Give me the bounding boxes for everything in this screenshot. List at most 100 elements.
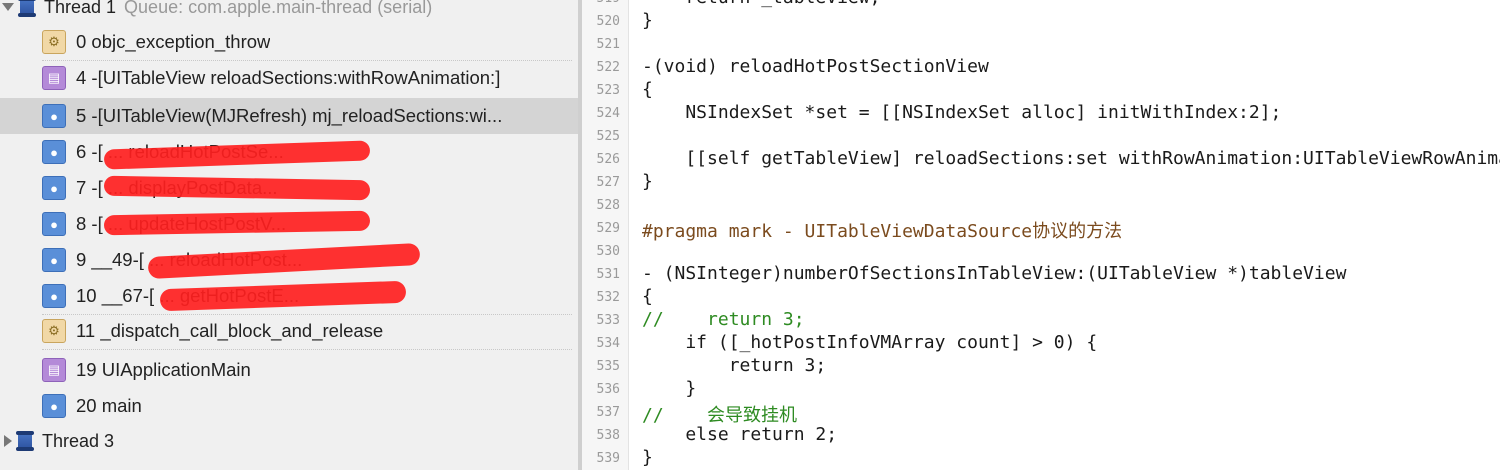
disclosure-open-icon[interactable] (2, 3, 14, 11)
line-number: 535 (596, 359, 620, 374)
stack-frame-row[interactable]: ●6 -[ ... reloadHotPostSe... (0, 134, 578, 170)
code-text: } (642, 10, 653, 31)
line-number: 525 (596, 129, 620, 144)
thread-spool-icon (18, 0, 36, 17)
line-number: 528 (596, 198, 620, 213)
thread-1-queue: Queue: com.apple.main-thread (serial) (124, 0, 433, 17)
person-icon: ● (42, 212, 66, 236)
thread-3-name: Thread 3 (42, 430, 115, 451)
stack-frame-label: 20 main (76, 395, 142, 416)
code-editor[interactable]: 519 return _tableView;520}521522-(void) … (582, 0, 1500, 470)
thread-3-row[interactable]: Thread 3 (0, 426, 578, 456)
person-icon: ● (42, 140, 66, 164)
code-line: 526 [[self getTableView] reloadSections:… (582, 148, 1500, 171)
stack-frame-row[interactable]: ▤ 4 -[UITableView reloadSections:withRowA… (0, 60, 578, 96)
frame-separator (42, 314, 572, 315)
frame-separator (42, 349, 572, 350)
stack-frame-row[interactable]: ●8 -[ ... updateHostPostV... (0, 206, 578, 242)
stack-frame-row[interactable]: ▤ 19 UIApplicationMain (0, 352, 578, 388)
code-line: 519 return _tableView; (582, 0, 1500, 10)
line-number: 523 (596, 83, 620, 98)
code-line: 525 (582, 125, 1500, 148)
line-number: 536 (596, 382, 620, 397)
frame-separator (42, 60, 572, 61)
line-number: 538 (596, 428, 620, 443)
stack-frame-row[interactable]: ⚙ 11 _dispatch_call_block_and_release (0, 313, 578, 349)
line-number-gutter (582, 0, 629, 470)
line-number: 524 (596, 106, 620, 121)
code-line: 523 { (582, 79, 1500, 102)
code-line: 531 - (NSInteger)numberOfSectionsInTableV… (582, 263, 1500, 286)
line-number: 521 (596, 37, 620, 52)
mug-icon: ▤ (42, 66, 66, 90)
line-number: 534 (596, 336, 620, 351)
code-line: 538 else return 2; (582, 424, 1500, 447)
stack-frame-row[interactable]: ● 20 main (0, 388, 578, 424)
split-view-divider[interactable] (578, 0, 582, 470)
code-line: 539} (582, 447, 1500, 470)
line-number: 531 (596, 267, 620, 282)
stack-frame-row[interactable]: ●10 __67-[ ... getHotPostE... (0, 278, 578, 314)
stack-frame-row[interactable]: ●7 -[ ... displayPostData... (0, 170, 578, 206)
person-icon: ● (42, 248, 66, 272)
code-text: { (642, 79, 653, 100)
line-number: 522 (596, 60, 620, 75)
code-line: 529 #pragma mark - UITableViewDataSource协… (582, 217, 1500, 242)
stack-frame-label: 5 -[UITableView(MJRefresh) mj_reloadSect… (76, 105, 503, 126)
code-line: 532 { (582, 286, 1500, 309)
code-text: if ([_hotPostInfoVMArray count] > 0) { (642, 332, 1098, 353)
code-line: 536 } (582, 378, 1500, 401)
mug-icon: ▤ (42, 358, 66, 382)
person-icon: ● (42, 176, 66, 200)
code-line: 522 -(void) reloadHotPostSectionView (582, 56, 1500, 79)
code-text: // 会导致挂机 (642, 405, 798, 426)
code-line: 537 // 会导致挂机 (582, 401, 1500, 426)
line-number: 526 (596, 152, 620, 167)
line-number: 519 (582, 0, 620, 6)
line-number: 539 (596, 451, 620, 466)
stack-frame-row[interactable]: ⚙0 objc_exception_throw (0, 24, 578, 60)
code-text: } (642, 171, 653, 192)
line-number: 537 (596, 405, 620, 420)
gear-icon: ⚙ (42, 319, 66, 343)
code-line: 533 // return 3; (582, 309, 1500, 332)
stack-frame-label: 4 -[UITableView reloadSections:withRowAn… (76, 67, 501, 88)
line-number: 530 (596, 244, 620, 259)
code-line: 530 (582, 240, 1500, 263)
code-text: } (642, 378, 697, 399)
code-text: return _tableView; (642, 0, 880, 8)
code-line: 521 (582, 33, 1500, 56)
code-text: NSIndexSet *set = [[NSIndexSet alloc] in… (642, 102, 1282, 123)
stack-frame-row[interactable]: ● 5 -[UITableView(MJRefresh) mj_reloadSec… (0, 98, 578, 134)
thread-1-row[interactable]: Thread 1 Queue: com.apple.main-thread (s… (0, 0, 578, 22)
disclosure-closed-icon[interactable] (4, 435, 12, 447)
line-number: 520 (596, 14, 620, 29)
code-line: 528 (582, 194, 1500, 217)
code-text: [[self getTableView] reloadSections:set … (685, 148, 1500, 169)
code-text: } (642, 447, 653, 468)
stack-frame-label: 19 UIApplicationMain (76, 359, 251, 380)
code-text: #pragma mark - UITableViewDataSource协议的方… (642, 221, 1123, 242)
line-number: 529 (596, 221, 620, 236)
stack-frame-row[interactable]: ●9 __49-[ ... reloadHotPost... (0, 242, 578, 278)
code-line: 520} (582, 10, 1500, 33)
person-icon: ● (42, 104, 66, 128)
code-text: // return 3; (642, 309, 805, 330)
line-number: 532 (596, 290, 620, 305)
code-line: 535 return 3; (582, 355, 1500, 378)
code-line: 527} (582, 171, 1500, 194)
line-number: 533 (596, 313, 620, 328)
code-line: 524 NSIndexSet *set = [[NSIndexSet alloc… (582, 102, 1500, 125)
code-text: - (NSInteger)numberOfSectionsInTableView… (642, 263, 1347, 284)
thread-spool-icon (16, 431, 34, 451)
code-line: 534 if ([_hotPostInfoVMArray count] > 0)… (582, 332, 1500, 355)
thread-1-name: Thread 1 (44, 0, 117, 17)
code-text: return 3; (642, 355, 827, 376)
stack-frame-label: 11 _dispatch_call_block_and_release (76, 320, 384, 341)
person-icon: ● (42, 394, 66, 418)
code-text: else return 2; (642, 424, 838, 445)
debug-navigator: Thread 1 Queue: com.apple.main-thread (s… (0, 0, 578, 470)
code-text: { (642, 286, 653, 307)
code-text: -(void) reloadHotPostSectionView (642, 56, 989, 77)
line-number: 527 (596, 175, 620, 190)
